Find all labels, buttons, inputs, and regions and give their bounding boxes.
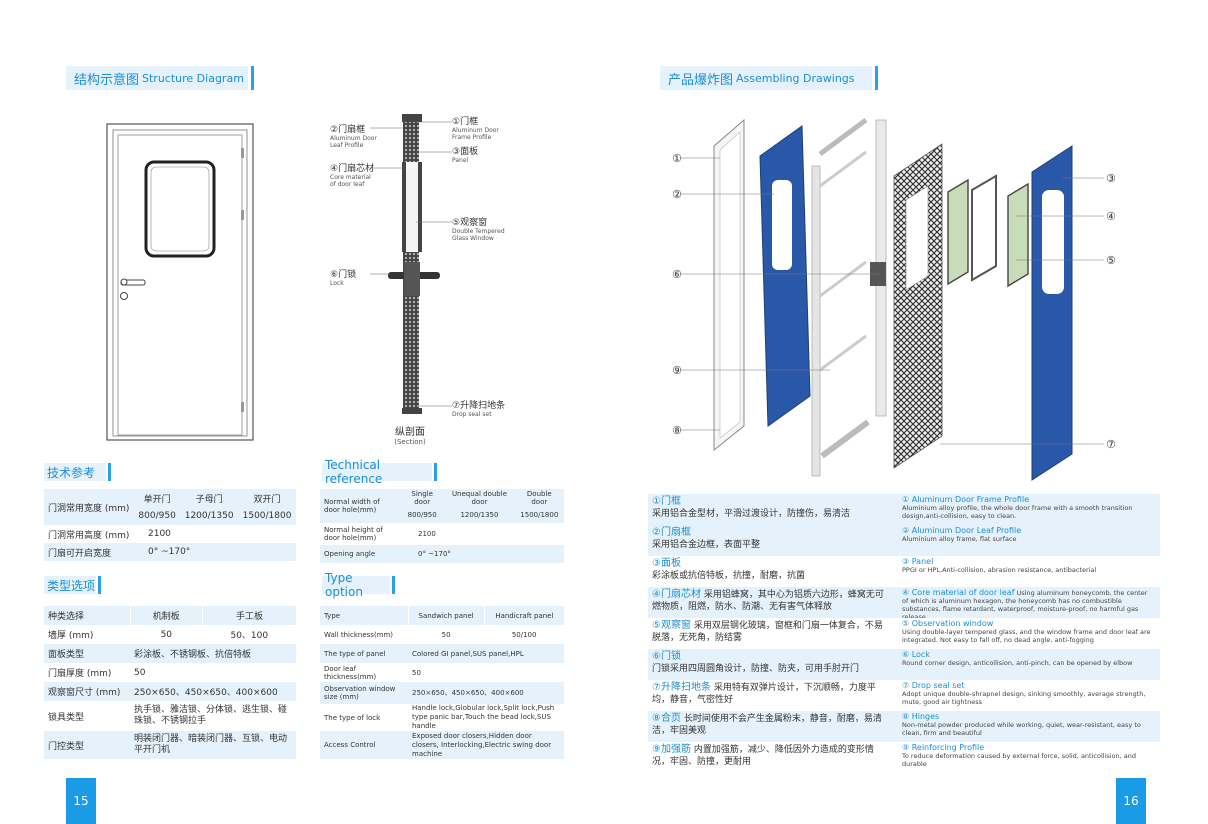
part-row: ④门扇芯材 采用铝蜂窝，其中心为铝质六边形，蜂窝无可燃物质，阻燃，防水、防潮、无… [648,587,1160,621]
part-row: ⑧合页 长时间使用不会产生金属粉末，静音，耐磨，易清洁，牢固美观 ⑧ Hinge… [648,711,1160,742]
marker-2: ② [672,188,682,201]
tech-reference-en-title: Technical reference [322,458,437,486]
type-option-cn-table: 种类选择 机制板 手工板 墙厚 (mm) 50 50、100 面板类型 彩涂板、… [44,606,296,759]
callout-drop-seal: ⑦升降扫地条 Drop seal set [452,401,506,418]
tech-reference-cn-table: 门洞常用宽度 (mm) 单开门 子母门 双开门 800/950 1200/135… [44,489,296,561]
callout-door-frame-profile: ①门框 Aluminum Door Frame Profile [452,117,499,141]
door-front-view-drawing [106,123,254,441]
tech-reference-cn-title: 技术参考 [44,463,111,481]
marker-7: ⑦ [1106,438,1116,451]
callout-door-leaf-profile: ②门扇框 Aluminum Door Leaf Profile [330,125,377,149]
assembling-drawings-title: 产品爆炸图 Assembling Drawings [660,66,878,90]
marker-1: ① [672,152,682,165]
type-option-en-title: Type option [322,571,395,599]
exploded-assembly-drawing [680,117,1104,481]
part-row: ①门框采用铝合金型材，平滑过渡设计，防撞伤，易清洁 ① Aluminum Doo… [648,494,1160,525]
marker-4: ④ [1106,210,1116,223]
callout-lock: ⑥门锁 Lock [330,270,357,287]
part-row: ②门扇框采用铝合金边框，表面平整 ② Aluminum Door Leaf Pr… [648,525,1160,556]
section-caption: 纵剖面 (Section) [394,427,426,446]
marker-3: ③ [1106,172,1116,185]
marker-9: ⑨ [672,364,682,377]
page-number-left: 15 [66,778,96,824]
structure-diagram-title: 结构示意图 Structure Diagram [66,66,254,90]
part-row: ⑦升降扫地条 采用特有双弹片设计，下沉顺畅，力度平均，静音，气密性好 ⑦ Dro… [648,680,1160,711]
type-option-en-table: Type Sandwich panel Handicraft panel Wal… [320,606,564,759]
callout-core-material: ④门扇芯材 Core material of door leaf [330,164,375,188]
marker-6: ⑥ [672,268,682,281]
callout-panel: ③面板 Panel [452,147,479,164]
marker-5: ⑤ [1106,254,1116,267]
callout-observation-window: ⑤观察窗 Double Tempered Glass Window [452,218,505,242]
page-number-right: 16 [1116,778,1146,824]
part-row: ⑨加强筋 内置加强筋，减少、降低因外力造成的变形情况，牢固、防撞，更耐用 ⑨ R… [648,742,1160,773]
marker-8: ⑧ [672,424,682,437]
part-row: ⑤观察窗 采用双层钢化玻璃，窗框和门扇一体复合，不易脱落，无死角，防结雾 ⑤ O… [648,618,1160,649]
door-section-view-drawing [388,114,440,414]
callout-leader-lines [370,121,452,407]
type-option-cn-title: 类型选项 [44,576,101,594]
tech-reference-en-table: Normal width of door hole(mm) Single doo… [320,489,564,563]
